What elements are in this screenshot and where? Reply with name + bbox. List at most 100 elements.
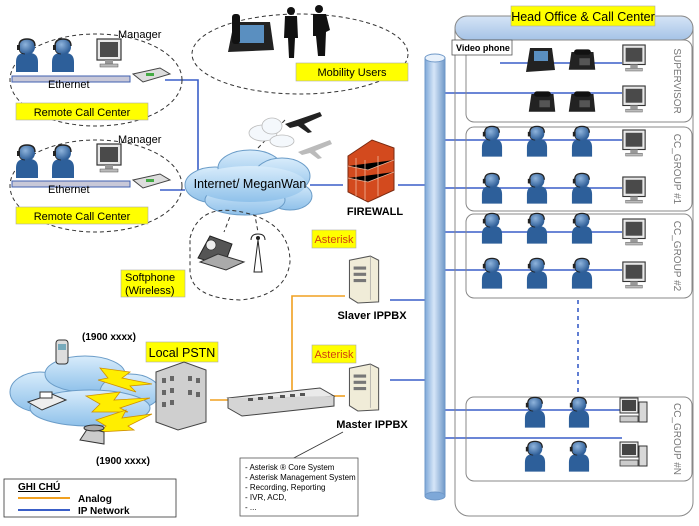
group-label-cc1: CC_GROUP #1 <box>671 134 682 205</box>
mobility-users-group: Mobility Users <box>191 5 409 95</box>
switch-icon <box>131 173 172 189</box>
business-people-icon <box>284 5 330 58</box>
master-ippbx-label: Master IPPBX <box>336 419 408 431</box>
laptop-icon <box>197 235 246 271</box>
fax-machine-icon <box>26 391 68 411</box>
ethernet-label: Ethernet <box>48 184 90 196</box>
agent-icon <box>524 440 546 472</box>
asterisk-logo-icon: Asterisk <box>311 344 357 364</box>
monitor-icon <box>96 38 122 68</box>
group-label-cc2: CC_GROUP #2 <box>671 221 682 292</box>
firewall-label: FIREWALL <box>347 206 403 218</box>
remote-call-center-1: Manager Ethernet Remote Call Center <box>9 29 183 127</box>
agent-icon <box>524 396 546 428</box>
feature-item: - Recording, Reporting <box>245 483 325 492</box>
mobility-users-label-box <box>295 62 409 82</box>
local-pstn-label: Local PSTN <box>149 346 216 360</box>
ethernet-bar <box>11 180 131 188</box>
server-icon <box>348 255 380 304</box>
local-pstn-group: Local PSTN <box>9 332 219 467</box>
agent-icon <box>571 212 593 244</box>
feature-item: - ... <box>245 503 257 512</box>
features-box: - Asterisk ® Core System - Asterisk Mana… <box>239 457 359 517</box>
agent-icon <box>15 38 39 72</box>
video-phone-label: Video phone <box>456 43 510 53</box>
lightning-icon <box>84 367 153 433</box>
exchange-building-icon <box>155 361 207 431</box>
agent-icon <box>571 172 593 204</box>
video-phone-label-box <box>451 39 513 56</box>
group-label-supervisor: SUPERVISOR <box>671 48 682 113</box>
feature-item: - Asterisk Management System <box>245 473 356 482</box>
agent-icon <box>481 257 503 289</box>
monitor-icon <box>622 129 646 157</box>
asterisk-logo-text: Asterisk <box>314 234 354 246</box>
feature-item: - Asterisk ® Core System <box>245 463 335 472</box>
agent-icon <box>481 172 503 204</box>
feature-item: - IVR, ACD, <box>245 493 286 502</box>
agent-icon <box>481 125 503 157</box>
svg-text:- Asterisk ® Core System: - Asterisk ® Core System - Asterisk Mana… <box>245 463 358 512</box>
telephone-icon <box>79 424 105 445</box>
wireless-antenna-icon <box>250 233 266 273</box>
agent-icon <box>526 125 548 157</box>
agent-icon <box>15 144 39 178</box>
agent-icon <box>568 440 590 472</box>
softphone-group: Softphone (Wireless) <box>120 209 291 301</box>
callout-line <box>289 431 344 461</box>
server-icon <box>348 363 380 412</box>
agent-icon <box>571 125 593 157</box>
pstn-cloud <box>9 355 161 427</box>
agent-icon <box>526 212 548 244</box>
local-pstn-label-box <box>145 341 219 363</box>
remote-call-center-label-box <box>15 206 149 225</box>
small-cloud-icon <box>248 117 295 148</box>
softphone-sublabel: (Wireless) <box>125 285 175 297</box>
legend-analog-label: Analog <box>78 494 112 505</box>
mobile-phone-icon <box>55 339 69 365</box>
internet-cloud: Internet/ MeganWan <box>184 149 313 216</box>
head-office-panel: Head Office & Call Center SUPERVISOR CC_… <box>451 5 694 517</box>
monitor-icon <box>96 143 122 173</box>
monitor-icon <box>622 218 646 246</box>
head-office-label: Head Office & Call Center <box>511 10 655 24</box>
airplane-icon <box>285 112 322 133</box>
ethernet-label: Ethernet <box>48 79 90 91</box>
video-phone-icon <box>526 48 555 72</box>
agent-icon <box>51 38 75 72</box>
legend: GHI CHÚ Analog IP Network <box>3 478 177 518</box>
asterisk-logo-icon: Asterisk <box>311 229 357 249</box>
agent-icon <box>526 257 548 289</box>
internet-label: Internet/ MeganWan <box>194 177 307 191</box>
group-label-ccn: CC_GROUP #N <box>671 403 682 475</box>
patch-panel-icon <box>226 387 336 417</box>
supervisor-group-box <box>465 39 693 123</box>
mobility-users-label: Mobility Users <box>317 67 387 79</box>
monitor-icon <box>622 85 646 113</box>
slaver-ippbx: Asterisk Slaver IPPBX <box>311 229 407 322</box>
remote-call-center-2: Manager Ethernet Remote Call Center <box>9 134 183 233</box>
softphone-label: Softphone <box>125 272 175 284</box>
phone-number-label: (1900 xxxx) <box>82 332 136 343</box>
legend-ip-label: IP Network <box>78 506 130 517</box>
remote-call-center-label-box <box>15 102 149 121</box>
monitor-icon <box>622 44 646 72</box>
switch-icon <box>131 67 172 83</box>
firewall-icon <box>347 139 395 203</box>
desk-phone-icon <box>228 14 274 52</box>
computer-icon <box>619 441 648 467</box>
slaver-ippbx-label: Slaver IPPBX <box>337 310 407 322</box>
agent-icon <box>51 144 75 178</box>
phone-number-label: (1900 xxxx) <box>96 456 150 467</box>
softphone-label-box <box>120 269 186 298</box>
computer-icon <box>619 397 648 423</box>
legend-title: GHI CHÚ <box>18 480 60 493</box>
airplane-icon <box>298 140 332 159</box>
manager-label: Manager <box>118 29 162 41</box>
desk-phone-icon <box>528 91 556 112</box>
monitor-icon <box>622 261 646 289</box>
agent-icon <box>568 396 590 428</box>
desk-phone-icon <box>568 91 596 112</box>
monitor-icon <box>622 176 646 204</box>
